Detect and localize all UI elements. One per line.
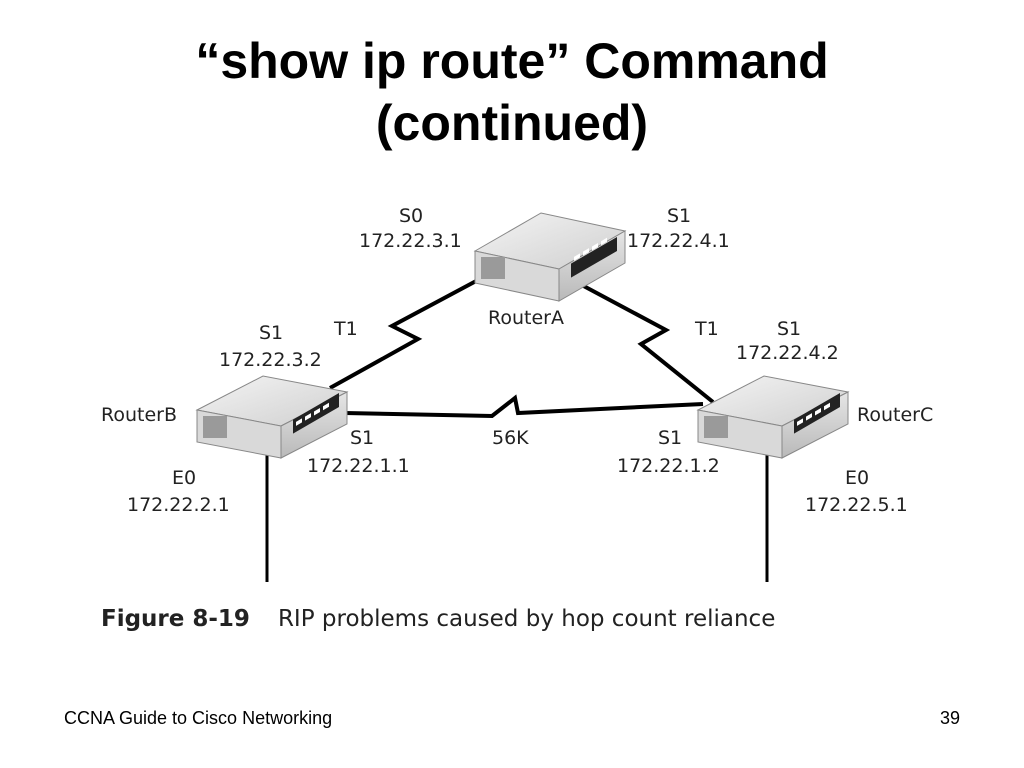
router-c-label: RouterC: [857, 404, 933, 426]
figure-caption: Figure 8-19 RIP problems caused by hop co…: [101, 606, 775, 632]
footer-title: CCNA Guide to Cisco Networking: [64, 708, 333, 728]
router-c-s1-low-ip: 172.22.1.2: [617, 455, 720, 477]
router-b-icon: [195, 375, 349, 459]
router-c-e0-ip: 172.22.5.1: [805, 494, 908, 516]
router-b-s1-low-ip: 172.22.1.1: [307, 455, 410, 477]
router-b-s1-ip: 172.22.3.2: [219, 349, 322, 371]
link-ab-speed: T1: [333, 318, 358, 340]
slide-title-line-2: (continued): [375, 95, 649, 151]
router-a-icon: [473, 212, 627, 302]
router-c-s1-ip: 172.22.4.2: [736, 342, 839, 364]
link-bc-speed: 56K: [492, 427, 529, 449]
slide-title: “show ip route” Command (continued): [0, 30, 1024, 154]
router-b-label: RouterB: [101, 404, 177, 426]
router-a-s0-ip: 172.22.3.1: [359, 230, 462, 252]
router-a-s1-ip: 172.22.4.1: [627, 230, 730, 252]
router-a-label: RouterA: [488, 307, 564, 329]
router-b-e0-ip: 172.22.2.1: [127, 494, 230, 516]
slide-title-line-1: “show ip route” Command: [195, 33, 829, 89]
router-a-s1-name: S1: [667, 205, 691, 227]
figure-number: Figure 8-19: [101, 606, 250, 632]
link-ac-speed: T1: [694, 318, 719, 340]
serial-link-a-b: [329, 278, 479, 390]
figure-caption-text: RIP problems caused by hop count relianc…: [277, 606, 776, 632]
router-c-icon: [696, 375, 850, 459]
router-c-s1-name: S1: [777, 318, 801, 340]
router-b-e0-name: E0: [172, 467, 196, 489]
router-c-s1-low-name: S1: [658, 427, 682, 449]
router-b-s1-name: S1: [259, 322, 283, 344]
router-c-e0-name: E0: [845, 467, 869, 489]
page-number: 39: [940, 708, 961, 728]
serial-link-b-c: [344, 394, 704, 419]
router-a-s0-name: S0: [399, 205, 423, 227]
router-b-s1-low-name: S1: [350, 427, 374, 449]
serial-link-a-c: [577, 281, 715, 404]
